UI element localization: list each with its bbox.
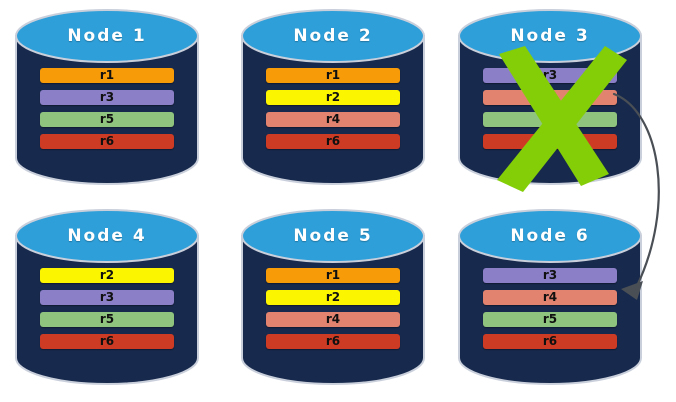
- replica-list: r1 r2 r4 r6: [266, 268, 400, 356]
- replica-label: r4: [542, 290, 558, 304]
- replica-bar[interactable]: r6: [483, 334, 617, 349]
- node-cylinder-node-1[interactable]: Node 1 r1 r3 r5 r6: [12, 8, 202, 186]
- replica-bar[interactable]: r2: [40, 268, 174, 283]
- replica-bar[interactable]: r3: [483, 268, 617, 283]
- replica-bar[interactable]: r5: [40, 112, 174, 127]
- replica-bar[interactable]: r4: [266, 312, 400, 327]
- replica-label: r5: [99, 312, 115, 326]
- replica-bar[interactable]: r2: [266, 90, 400, 105]
- replica-label: r1: [325, 268, 341, 282]
- node-cylinder-node-4[interactable]: Node 4 r2 r3 r5 r6: [12, 208, 202, 386]
- replica-list: r3 r4 r5 r6: [483, 268, 617, 356]
- replica-bar[interactable]: r6: [40, 334, 174, 349]
- replica-label: r2: [99, 268, 115, 282]
- replica-label: r3: [99, 90, 115, 104]
- replica-label: r5: [542, 312, 558, 326]
- replica-bar[interactable]: r1: [40, 68, 174, 83]
- replica-bar[interactable]: r6: [266, 334, 400, 349]
- replica-label: r6: [542, 334, 558, 348]
- replica-label: r1: [99, 68, 115, 82]
- replica-list: r1 r2 r4 r6: [266, 68, 400, 156]
- node-cylinder-node-5[interactable]: Node 5 r1 r2 r4 r6: [238, 208, 428, 386]
- replica-bar[interactable]: r3: [40, 290, 174, 305]
- replica-label: r3: [542, 268, 558, 282]
- replica-label: r3: [542, 68, 558, 82]
- replica-bar[interactable]: r1: [266, 68, 400, 83]
- replica-label: r4: [542, 90, 558, 104]
- node-cylinder-node-3[interactable]: Node 3 r3 r4 r5 r6: [455, 8, 645, 192]
- replica-bar[interactable]: r6: [40, 134, 174, 149]
- replica-list: r3 r4 r5 r6: [483, 68, 617, 156]
- replica-label: r3: [99, 290, 115, 304]
- replica-bar[interactable]: r1: [266, 268, 400, 283]
- replica-bar[interactable]: r4: [483, 90, 617, 105]
- replica-bar[interactable]: r6: [483, 134, 617, 149]
- replica-bar[interactable]: r2: [266, 290, 400, 305]
- replica-bar[interactable]: r4: [266, 112, 400, 127]
- replica-label: r4: [325, 312, 341, 326]
- replica-label: r5: [99, 112, 115, 126]
- replica-label: r6: [325, 334, 341, 348]
- replica-bar[interactable]: r5: [40, 312, 174, 327]
- node-cylinder-node-6[interactable]: Node 6 r3 r4 r5 r6: [455, 208, 645, 386]
- replica-list: r1 r3 r5 r6: [40, 68, 174, 156]
- replica-bar[interactable]: r6: [266, 134, 400, 149]
- replica-label: r2: [325, 90, 341, 104]
- replica-label: r1: [325, 68, 341, 82]
- replica-list: r2 r3 r5 r6: [40, 268, 174, 356]
- replica-label: r6: [542, 134, 558, 148]
- node-cylinder-node-2[interactable]: Node 2 r1 r2 r4 r6: [238, 8, 428, 186]
- replica-label: r5: [542, 112, 558, 126]
- replica-bar[interactable]: r3: [40, 90, 174, 105]
- replica-label: r4: [325, 112, 341, 126]
- replica-label: r6: [325, 134, 341, 148]
- replica-bar[interactable]: r3: [483, 68, 617, 83]
- replica-label: r6: [99, 134, 115, 148]
- replica-bar[interactable]: r5: [483, 112, 617, 127]
- replica-bar[interactable]: r4: [483, 290, 617, 305]
- replica-label: r6: [99, 334, 115, 348]
- replica-bar[interactable]: r5: [483, 312, 617, 327]
- replica-label: r2: [325, 290, 341, 304]
